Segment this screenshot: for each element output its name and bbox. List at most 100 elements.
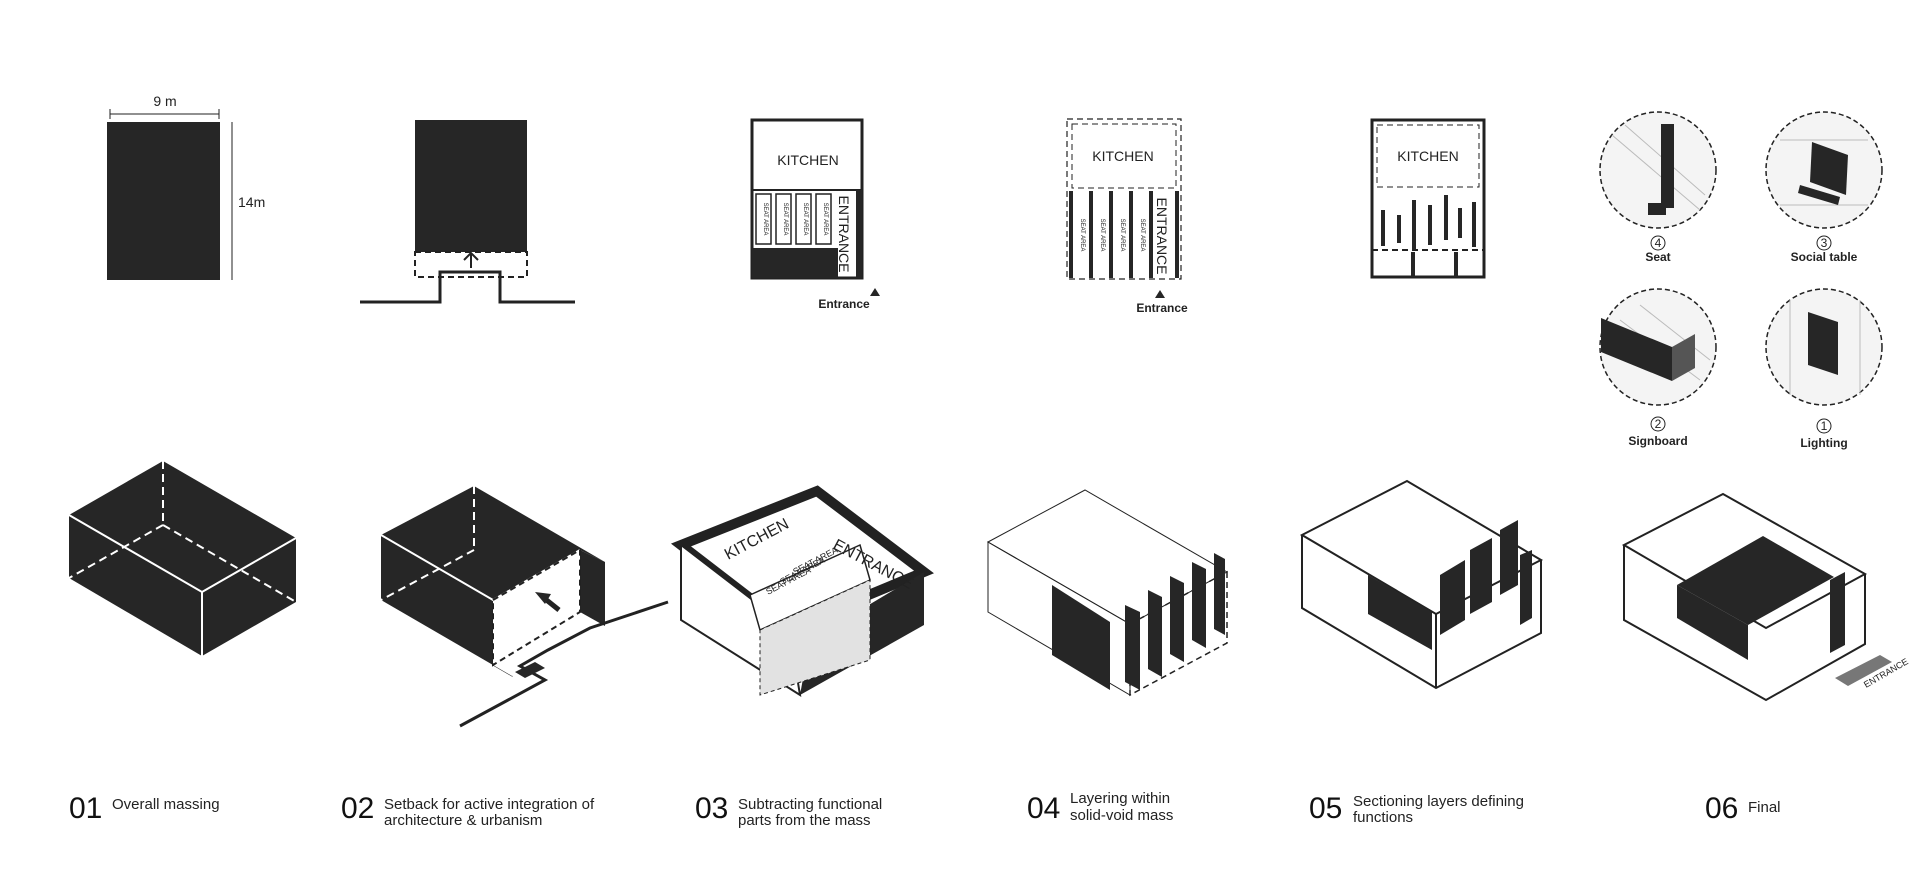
seat-area-label: SEAT AREA [762,203,768,236]
entrance-marker-icon [1155,290,1165,298]
seat-area-box [795,193,812,245]
final-fin [1830,572,1845,653]
detail-seat-number: 4 [1655,236,1662,250]
section-slab [1440,560,1465,635]
step-02-line2: architecture & urbanism [384,812,542,829]
step-04-number: 04 [1027,792,1060,825]
signboard-side [1672,334,1695,381]
box-left-face [381,535,493,665]
setback-arrow-head [463,251,479,261]
solid-strip [752,248,838,278]
step-02-number: 02 [341,792,374,825]
hidden-edge [380,549,475,601]
detail-number-circle [1650,416,1666,432]
section-layer [1412,200,1416,250]
detail-lighting: 1 Lighting [1765,288,1883,450]
plan-entrance-vertical-label: ENTRANCE [836,195,852,272]
iso-01-massing [68,461,297,656]
section-layer [1444,195,1448,240]
step-03-number: 03 [695,792,728,825]
seat-area-label: SEAT AREA [1119,219,1125,252]
width-dimension-label: 9 m [153,93,176,109]
step-01-line1: Overall massing [112,796,220,813]
step-05-number: 05 [1309,792,1342,825]
layer-wall [1069,191,1073,278]
detail-signboard-label: Signboard [1628,434,1687,448]
plan-04: KITCHEN SEAT AREA SEAT AREA SEAT AREA SE… [1066,118,1188,315]
detail-number-circle [1816,235,1832,251]
step-04-line1: Layering within [1070,790,1170,807]
plan-04-entrance-vertical-label: ENTRANCE [1154,197,1170,274]
layer-wall [1149,191,1153,278]
section-slab [1368,575,1432,650]
seat-area-label: SEAT AREA [822,203,828,236]
step-05-line1: Sectioning layers defining [1353,793,1524,810]
step-01-number: 01 [69,792,102,825]
step-06-number: 06 [1705,792,1738,825]
iso-02-setback [380,486,669,728]
plan-05: KITCHEN [1370,118,1486,279]
lighting-panel [1808,312,1838,375]
section-layer [1428,205,1432,245]
iso-05-sectioning [1299,479,1544,690]
seat-area-box [755,193,772,245]
layer-slab [1148,590,1162,677]
layer-slab [1170,576,1184,662]
section-layer [1458,208,1462,238]
social-table-top [1798,185,1840,205]
layer-slab [1192,562,1206,648]
layer-wall [1089,191,1093,278]
section-layer [1411,252,1415,277]
box-top [69,461,296,592]
detail-social-table: 3 Social table [1765,111,1883,264]
section-slab [1500,520,1518,595]
hatch [1639,304,1711,361]
iso-03-subtract: KITCHEN ENTRANCE SEAT AREA SEAT AREA SEA… [670,485,934,698]
section-layer [1381,210,1385,246]
section-layer [1454,252,1458,277]
kitchen-zone [1071,123,1177,189]
setback-iso-arrow-head [535,592,551,604]
section-slab [1520,550,1532,625]
hatch [1611,134,1701,211]
box-left-face [69,515,202,656]
iso-06-final: ENTRANCE [1621,492,1910,702]
street-line [360,270,575,304]
plan-01: 9 m 14m [107,93,265,280]
detail-signboard-number: 2 [1655,417,1662,431]
seat-area-label: SEAT AREA [782,203,788,236]
setback-void-face [493,550,605,676]
box-right-face [202,538,296,656]
seat-area-volume [759,579,871,696]
layer-walls: SEAT AREA SEAT AREA SEAT AREA SEAT AREA [1069,191,1179,278]
seat-area-label: SEAT AREA [1099,219,1105,252]
box-right-face [580,550,605,626]
step-03-line2: parts from the mass [738,812,871,829]
entrance-marker-label: Entrance [1136,301,1188,315]
section-layer [1397,215,1401,243]
kitchen-zone [1376,124,1480,188]
layer-wall [1129,191,1133,278]
side-wall [856,190,862,278]
step-block [515,662,545,678]
box-outline [1623,545,1866,702]
final-front [1677,585,1748,660]
entrance-marker-icon [870,288,880,296]
box-top-outline [986,489,1229,625]
step-02-line1: Setback for active integration of [384,796,595,813]
section-slab [1470,538,1492,614]
layer-slab [1125,605,1140,690]
detail-number-circle [1816,418,1832,434]
step-06-caption: 06 Final [1705,792,1781,825]
seat-area-label: SEAT AREA [1079,219,1085,252]
seat-area-label: SEAT AREA [1139,219,1145,252]
layer-slab [1214,553,1225,635]
setback-mass-plan [415,120,527,252]
seat-areas-plan: SEAT AREA SEAT AREA SEAT AREA SEAT AREA [755,193,832,245]
step-04-caption: 04 Layering within solid-void mass [1027,790,1173,825]
step-03-caption: 03 Subtracting functional parts from the… [695,792,882,829]
setback-dash-outline [492,548,581,667]
detail-seat: 4 Seat [1599,111,1717,264]
seat-pillar [1661,124,1674,208]
